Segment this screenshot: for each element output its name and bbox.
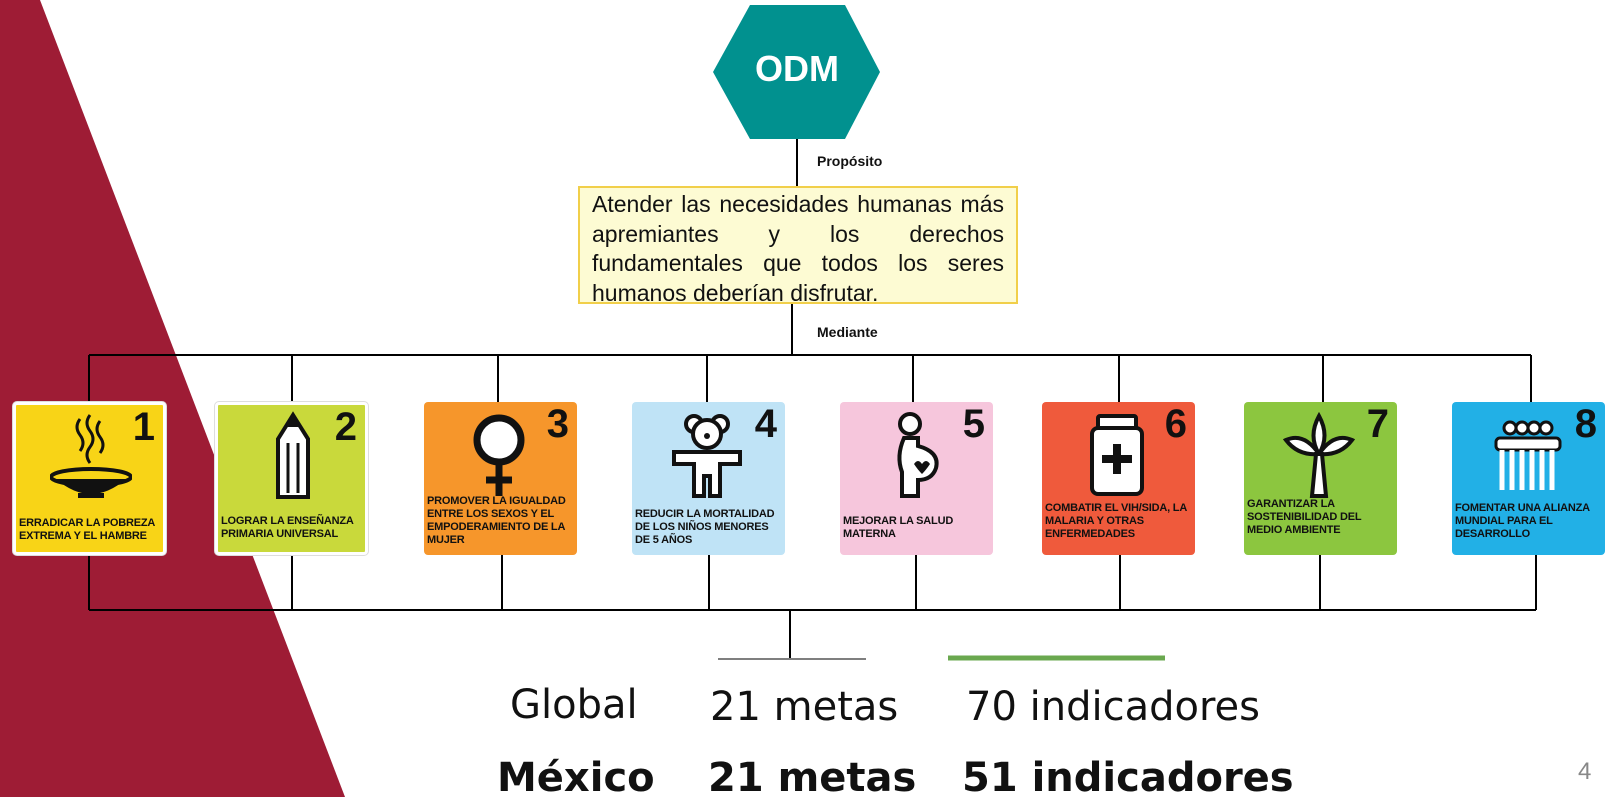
goal-7-number: 7 bbox=[1366, 402, 1389, 446]
goal-2-text: LOGRAR LA ENSEÑANZA PRIMARIA UNIVERSAL bbox=[221, 515, 354, 540]
goal-8-card: 8 FOMENTAR UNA ALIANZA MUNDIAL PARA EL D… bbox=[1452, 402, 1605, 555]
purpose-box: Atender las necesidades humanas más apre… bbox=[578, 186, 1018, 306]
goal-2-number: 2 bbox=[334, 405, 357, 449]
medicine-bottle-icon bbox=[1090, 414, 1144, 496]
goal-7-text: GARANTIZAR LA SOSTENIBILIDAD DEL MEDIO A… bbox=[1247, 498, 1362, 536]
red-background-shape bbox=[0, 0, 345, 797]
global-metas: 21 metas bbox=[710, 684, 899, 730]
goal-6-text: COMBATIR EL VIH/SIDA, LA MALARIA Y OTRAS… bbox=[1045, 502, 1187, 540]
goal-1-text: ERRADICAR LA POBREZA EXTREMA Y EL HAMBRE bbox=[19, 517, 155, 542]
purpose-label: Propósito bbox=[817, 153, 883, 169]
goal-1-number: 1 bbox=[132, 405, 155, 449]
pencil-icon bbox=[276, 411, 310, 499]
goal-5-text: MEJORAR LA SALUD MATERNA bbox=[843, 515, 954, 540]
mexico-indicadores: 51 indicadores bbox=[962, 755, 1294, 801]
bowl-icon bbox=[50, 414, 132, 498]
mexico-label: México bbox=[497, 755, 655, 801]
female-symbol-icon bbox=[473, 414, 525, 496]
goal-3-number: 3 bbox=[546, 402, 569, 446]
global-label: Global bbox=[510, 682, 638, 728]
goal-2-card: 2 LOGRAR LA ENSEÑANZA PRIMARIA UNIVERSAL bbox=[215, 402, 368, 555]
goal-3-text: PROMOVER LA IGUALDAD ENTRE LOS SEXOS Y E… bbox=[427, 495, 566, 546]
page-number: 4 bbox=[1578, 758, 1592, 785]
goal-7-card: 7 GARANTIZAR LA SOSTENIBILIDAD DEL MEDIO… bbox=[1244, 402, 1397, 555]
goal-6-number: 6 bbox=[1164, 402, 1187, 446]
people-group-icon bbox=[1494, 420, 1562, 490]
goal-1-card: 1 ERRADICAR LA POBREZA EXTREMA Y EL HAMB… bbox=[13, 402, 166, 555]
pregnant-woman-icon bbox=[897, 412, 939, 498]
goal-8-text: FOMENTAR UNA ALIANZA MUNDIAL PARA EL DES… bbox=[1455, 502, 1590, 540]
goal-5-card: 5 MEJORAR LA SALUD MATERNA bbox=[840, 402, 993, 555]
teddy-bear-icon bbox=[672, 414, 742, 498]
goal-6-card: 6 COMBATIR EL VIH/SIDA, LA MALARIA Y OTR… bbox=[1042, 402, 1195, 555]
odm-title: ODM bbox=[755, 48, 839, 89]
tree-icon bbox=[1282, 411, 1356, 498]
mexico-metas: 21 metas bbox=[708, 755, 917, 801]
goal-5-number: 5 bbox=[962, 402, 985, 446]
goal-8-number: 8 bbox=[1574, 402, 1597, 446]
goal-4-number: 4 bbox=[754, 402, 777, 446]
goal-4-card: 4 REDUCIR LA MORTALIDAD DE LOS NIÑOS MEN… bbox=[632, 402, 785, 555]
odm-hexagon bbox=[713, 5, 880, 139]
global-indicadores: 70 indicadores bbox=[966, 684, 1260, 730]
means-label: Mediante bbox=[817, 324, 878, 340]
goal-4-text: REDUCIR LA MORTALIDAD DE LOS NIÑOS MENOR… bbox=[635, 508, 775, 546]
goal-3-card: 3 PROMOVER LA IGUALDAD ENTRE LOS SEXOS Y… bbox=[424, 402, 577, 555]
